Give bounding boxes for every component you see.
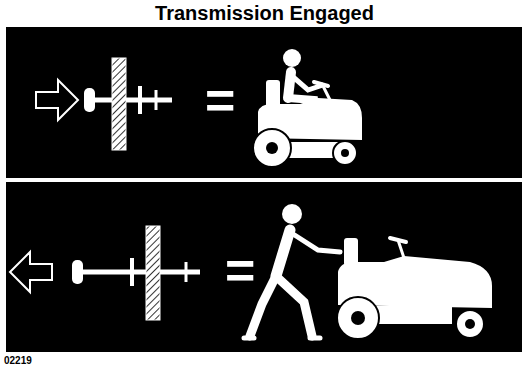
panel-ground (6, 182, 522, 352)
equals-sign: = (225, 244, 255, 296)
knob-symbol (72, 226, 200, 320)
part-number: 02219 (4, 355, 32, 366)
instruction-panel: = (6, 182, 522, 352)
knob-symbol (84, 58, 172, 150)
equals-sign: = (205, 74, 235, 126)
riding-operator (253, 49, 362, 167)
pushing-operator (244, 204, 492, 339)
direction-arrow (36, 80, 78, 120)
instruction-panel: = (6, 27, 522, 178)
direction-arrow (10, 252, 52, 292)
panel-ground (6, 27, 522, 178)
decal-title: Transmission Engaged (0, 2, 529, 25)
